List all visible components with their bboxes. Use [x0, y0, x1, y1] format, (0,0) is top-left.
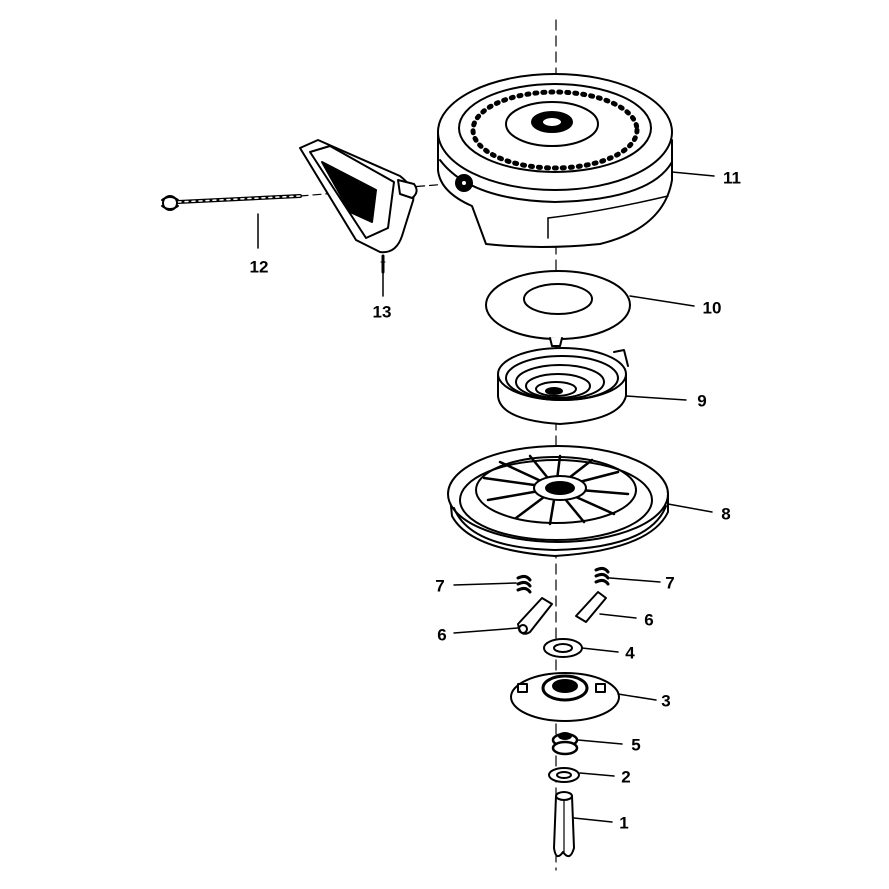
callout-13: 13	[372, 302, 392, 322]
callout-10: 10	[702, 298, 722, 318]
leader-5	[577, 739, 623, 745]
callout-3: 3	[661, 691, 671, 711]
part-10-cover-plate	[485, 270, 631, 347]
part-6-dog-right	[575, 591, 607, 623]
leader-8	[667, 503, 713, 513]
part-2-washer	[548, 767, 580, 783]
part-3-retainer	[510, 672, 620, 722]
part-4-washer	[543, 638, 583, 658]
callout-6-right: 6	[644, 610, 654, 630]
callout-11: 11	[723, 168, 741, 188]
callout-12: 12	[249, 257, 269, 277]
leader-6b	[599, 613, 637, 619]
callout-6-left: 6	[437, 625, 447, 645]
callout-9: 9	[697, 391, 707, 411]
callout-8: 8	[721, 504, 731, 524]
callout-5: 5	[631, 735, 641, 755]
callout-1: 1	[619, 813, 629, 833]
leader-1	[573, 817, 613, 823]
callout-2: 2	[621, 767, 631, 787]
part-13-screw	[380, 254, 386, 274]
leader-10	[629, 295, 695, 307]
part-9-recoil-spring	[497, 347, 629, 425]
leader-9	[625, 395, 687, 401]
leader-2	[579, 772, 615, 777]
part-7-spring-right	[594, 566, 610, 586]
part-7-spring-left	[516, 574, 532, 594]
part-12-rope	[161, 194, 302, 211]
leader-3	[617, 693, 657, 701]
leader-4	[581, 647, 619, 653]
callout-7-left: 7	[435, 576, 445, 596]
leader-6a	[453, 627, 519, 634]
leader-11	[671, 171, 715, 177]
part-6-dog-left	[517, 597, 553, 635]
starter-handle	[299, 139, 418, 254]
part-11-housing	[437, 73, 673, 248]
leader-7a	[453, 582, 517, 586]
callout-4: 4	[625, 643, 635, 663]
part-5-screw	[551, 732, 579, 756]
part-1-pin	[553, 791, 575, 858]
leader-7b	[609, 577, 661, 583]
callout-7-right: 7	[665, 573, 675, 593]
leader-lines	[257, 171, 715, 823]
part-8-pulley	[447, 445, 669, 557]
